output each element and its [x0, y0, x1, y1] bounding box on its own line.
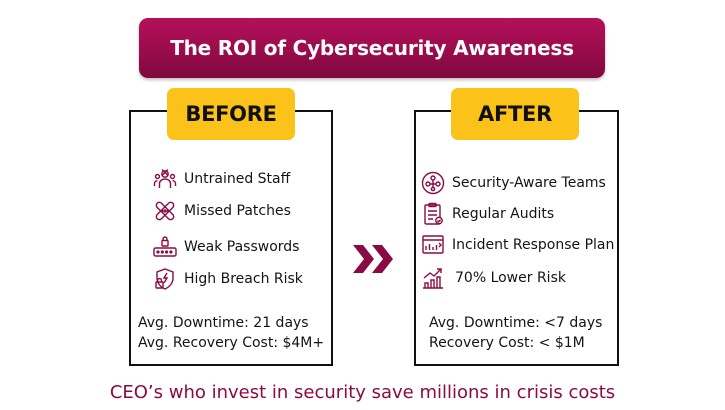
- before-item-label: Missed Patches: [184, 203, 291, 219]
- double-chevron-right-icon: [351, 242, 397, 276]
- after-item-lower-risk: 70% Lower Risk: [421, 265, 566, 291]
- audit-checklist-icon: [421, 202, 445, 226]
- after-item-label: Security-Aware Teams: [452, 175, 606, 191]
- after-item-label: Incident Response Plan: [452, 237, 615, 253]
- after-item-security-aware-teams: Security-Aware Teams: [421, 170, 606, 196]
- missed-patches-icon: [153, 199, 177, 223]
- title-banner: The ROI of Cybersecurity Awareness: [139, 18, 605, 78]
- after-item-incident-response-plan: Incident Response Plan: [421, 232, 614, 258]
- before-label: BEFORE: [185, 102, 277, 126]
- after-recovery-cost: Recovery Cost: < $1M: [429, 335, 585, 351]
- before-label-badge: BEFORE: [167, 88, 295, 140]
- page-title: The ROI of Cybersecurity Awareness: [170, 36, 574, 60]
- after-panel: [414, 110, 619, 366]
- before-item-missed-patches: Missed Patches: [153, 198, 291, 224]
- before-item-untrained-staff: Untrained Staff: [153, 166, 290, 192]
- before-item-label: High Breach Risk: [184, 271, 303, 287]
- after-item-label: Regular Audits: [452, 206, 555, 222]
- before-item-label: Untrained Staff: [184, 171, 291, 187]
- security-team-icon: [421, 171, 445, 195]
- before-item-label: Weak Passwords: [184, 239, 300, 255]
- footer-tagline: CEO’s who invest in security save millio…: [109, 382, 616, 403]
- untrained-staff-icon: [153, 167, 177, 191]
- after-item-label: 70% Lower Risk: [455, 270, 566, 286]
- after-label-badge: AFTER: [451, 88, 579, 140]
- lower-risk-icon: [421, 266, 445, 290]
- after-item-regular-audits: Regular Audits: [421, 201, 554, 227]
- before-item-breach-risk: High Breach Risk: [153, 266, 303, 292]
- before-item-weak-passwords: Weak Passwords: [153, 234, 299, 260]
- before-recovery-cost: Avg. Recovery Cost: $4M+: [138, 335, 325, 351]
- response-plan-icon: [421, 233, 445, 257]
- weak-password-icon: [153, 235, 177, 259]
- breach-risk-icon: [153, 267, 177, 291]
- before-downtime: Avg. Downtime: 21 days: [138, 315, 309, 331]
- after-downtime: Avg. Downtime: <7 days: [429, 315, 603, 331]
- after-label: AFTER: [478, 102, 552, 126]
